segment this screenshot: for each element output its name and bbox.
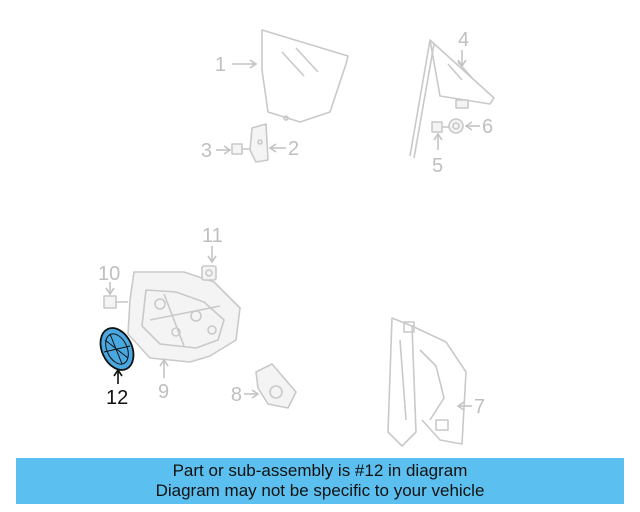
callout-3: 3: [201, 140, 212, 162]
part-9-door-module: [127, 271, 241, 363]
callout-8: 8: [231, 384, 242, 406]
part-8-window-motor: [255, 363, 297, 409]
part-1-door-glass: [261, 29, 349, 123]
part-5-screw: [431, 121, 450, 133]
banner-line-part: Part or sub-assembly is #12 in diagram: [172, 461, 468, 480]
part-4-quarter-glass: [409, 39, 495, 159]
callout-5: 5: [432, 155, 443, 177]
callout-4: 4: [458, 29, 469, 51]
callout-2: 2: [288, 138, 299, 160]
part-2-bracket: [249, 123, 269, 163]
callout-12: 12: [106, 387, 128, 409]
part-12-cover-seal: [99, 327, 135, 371]
callout-1: 1: [215, 54, 226, 76]
info-banner: Part or sub-assembly is #12 in diagram D…: [16, 458, 624, 504]
part-3-bolt: [231, 143, 250, 155]
callout-10: 10: [98, 263, 120, 285]
callout-6: 6: [482, 116, 493, 138]
parts-diagram: 1 2 3 4 5 6: [98, 29, 495, 447]
callout-9: 9: [158, 381, 169, 403]
part-7-window-regulator: [387, 317, 467, 447]
banner-line-disclaimer: Diagram may not be specific to your vehi…: [155, 481, 485, 500]
callout-7: 7: [474, 396, 485, 418]
part-10-bolt: [103, 295, 128, 309]
part-6-washer: [448, 118, 464, 134]
part-11-grommet: [201, 265, 217, 281]
callout-11: 11: [202, 225, 223, 247]
